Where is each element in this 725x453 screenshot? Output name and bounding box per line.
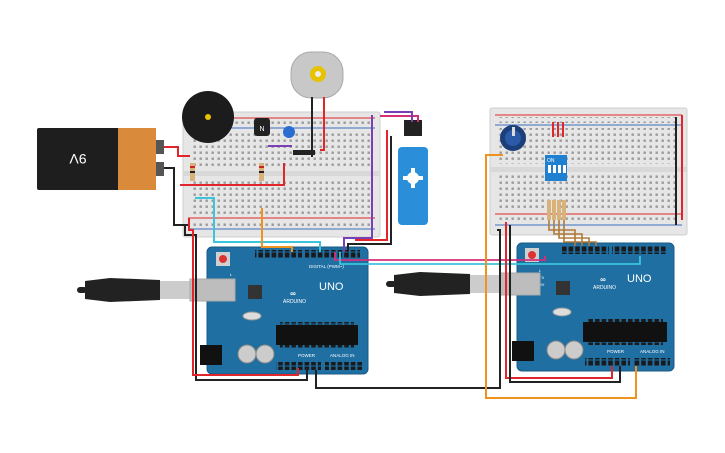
piezo-buzzer[interactable] (182, 91, 234, 143)
rx-label: RX (539, 282, 545, 287)
digital-label: DIGITAL (PWM~) (309, 264, 344, 269)
dip-switch[interactable]: ON (545, 155, 567, 181)
breadboard-right[interactable] (489, 107, 688, 236)
wire-cyan[interactable] (195, 197, 321, 252)
arduino-model: UNO (627, 273, 652, 285)
wire-red[interactable] (164, 146, 190, 157)
wire-brown[interactable] (553, 220, 583, 246)
wire[interactable] (552, 122, 564, 137)
potentiometer[interactable] (500, 125, 526, 151)
arduino-model: UNO (319, 281, 344, 293)
diode[interactable] (293, 150, 315, 155)
battery-label: 9V (69, 151, 87, 167)
transistor-label: N (259, 126, 264, 133)
wire-orange[interactable] (261, 208, 293, 252)
usb-cable-left[interactable] (77, 278, 236, 302)
tx-label: TX (539, 275, 544, 280)
transistor-npn[interactable]: N (254, 118, 270, 136)
resistor-array[interactable] (547, 200, 566, 220)
wire-red[interactable] (180, 163, 285, 186)
wire-magenta[interactable] (380, 115, 419, 122)
wire-cyan[interactable] (339, 252, 641, 265)
analog-label: ANALOG IN (330, 353, 355, 358)
arduino-uno-left[interactable]: ∞ ARDUINO UNO DIGITAL (PWM~) POWER ANALO… (200, 246, 369, 375)
wire-orange[interactable] (485, 154, 637, 399)
arduino-uno-right[interactable]: ∞ ARDUINO UNO POWER ANALOG IN TX RX L (512, 242, 675, 372)
wire-black[interactable] (184, 225, 308, 381)
power-label: POWER (607, 349, 625, 354)
usb-cable-right[interactable] (386, 272, 541, 296)
wire-red[interactable] (188, 218, 299, 376)
l-label: L (230, 272, 233, 277)
wire-black[interactable] (509, 225, 621, 383)
wire-red[interactable] (355, 130, 388, 241)
resistor[interactable] (190, 163, 195, 181)
analog-label: ANALOG IN (640, 349, 665, 354)
wire-red[interactable] (320, 97, 325, 151)
arduino-brand: ARDUINO (593, 285, 616, 291)
arduino-infinity-logo: ∞ (290, 289, 296, 298)
wire-black[interactable] (164, 167, 190, 226)
wire-black[interactable] (315, 229, 501, 389)
resistor[interactable] (259, 163, 264, 181)
wire-magenta[interactable] (334, 252, 546, 261)
l-label: L (539, 268, 542, 273)
servo-motor[interactable] (398, 120, 428, 225)
wire-brown[interactable] (563, 220, 597, 246)
dip-on-label: ON (547, 158, 555, 164)
arduino-brand: ARDUINO (283, 299, 306, 305)
wire-purple[interactable] (343, 115, 373, 252)
dc-motor[interactable] (290, 51, 344, 99)
battery-9v[interactable]: 9V (37, 128, 164, 190)
power-label: POWER (298, 353, 316, 358)
capacitor[interactable] (283, 126, 295, 138)
wire-purple[interactable] (384, 111, 413, 122)
wire-black[interactable] (347, 136, 392, 252)
arduino-infinity-logo: ∞ (600, 275, 606, 284)
wire-red[interactable] (505, 222, 613, 379)
